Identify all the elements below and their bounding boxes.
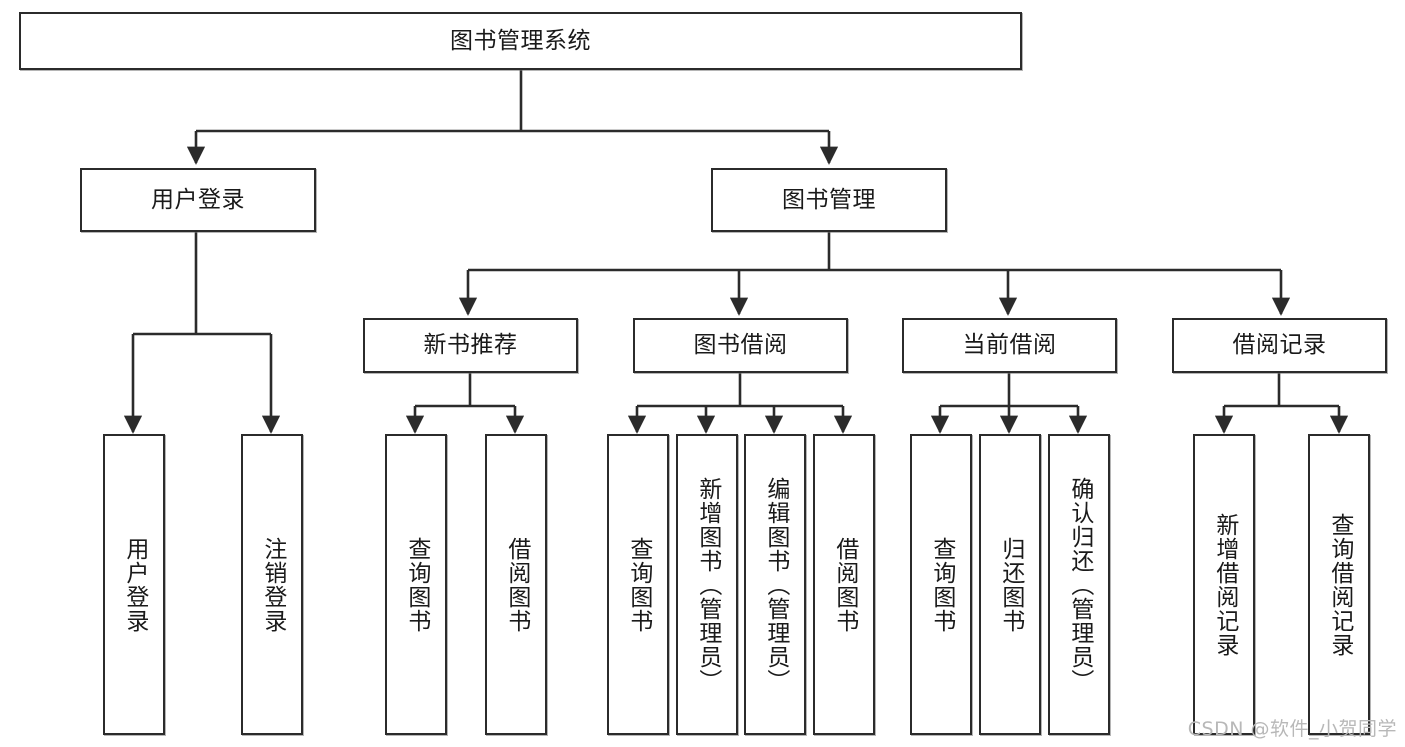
node-leaf-query-book-3-label: 查询图书 <box>928 536 955 633</box>
node-leaf-query-book-2[interactable]: 查询图书 <box>607 434 669 735</box>
node-leaf-add-book[interactable]: 新增图书（管理员） <box>676 434 738 735</box>
node-leaf-confirm-return[interactable]: 确认归还（管理员） <box>1048 434 1110 735</box>
node-book-manage-label: 图书管理 <box>782 186 876 213</box>
node-leaf-borrow-book-2[interactable]: 借阅图书 <box>813 434 875 735</box>
node-leaf-add-book-label: 新增图书（管理员） <box>694 476 721 693</box>
node-book-borrow[interactable]: 图书借阅 <box>633 318 848 373</box>
node-leaf-add-record-label: 新增借阅记录 <box>1211 512 1238 657</box>
node-new-book-recommend-label: 新书推荐 <box>423 332 518 359</box>
watermark-text: CSDN @软件_小贺同学 <box>1187 718 1397 740</box>
node-root[interactable]: 图书管理系统 <box>19 12 1022 70</box>
node-leaf-user-login[interactable]: 用户登录 <box>103 434 165 735</box>
node-leaf-query-book-3[interactable]: 查询图书 <box>910 434 972 735</box>
node-leaf-add-record[interactable]: 新增借阅记录 <box>1193 434 1255 735</box>
node-leaf-user-login-label: 用户登录 <box>121 536 148 633</box>
node-leaf-query-record[interactable]: 查询借阅记录 <box>1308 434 1370 735</box>
node-leaf-query-record-label: 查询借阅记录 <box>1326 512 1353 657</box>
node-new-book-recommend[interactable]: 新书推荐 <box>363 318 578 373</box>
node-leaf-query-book-1[interactable]: 查询图书 <box>385 434 447 735</box>
node-leaf-borrow-book-2-label: 借阅图书 <box>831 536 858 633</box>
node-leaf-borrow-book-1[interactable]: 借阅图书 <box>485 434 547 735</box>
node-book-manage[interactable]: 图书管理 <box>711 168 947 232</box>
node-user-login-label: 用户登录 <box>151 186 245 213</box>
node-leaf-edit-book-label: 编辑图书（管理员） <box>762 476 789 693</box>
node-borrow-record[interactable]: 借阅记录 <box>1172 318 1387 373</box>
node-leaf-logout[interactable]: 注销登录 <box>241 434 303 735</box>
node-user-login[interactable]: 用户登录 <box>80 168 316 232</box>
node-root-label: 图书管理系统 <box>450 27 591 54</box>
node-borrow-record-label: 借阅记录 <box>1232 332 1327 359</box>
node-current-borrow[interactable]: 当前借阅 <box>902 318 1117 373</box>
node-leaf-borrow-book-1-label: 借阅图书 <box>503 536 530 633</box>
node-leaf-return-book[interactable]: 归还图书 <box>979 434 1041 735</box>
node-leaf-edit-book[interactable]: 编辑图书（管理员） <box>744 434 806 735</box>
node-leaf-query-book-1-label: 查询图书 <box>403 536 430 633</box>
node-book-borrow-label: 图书借阅 <box>693 332 788 359</box>
node-current-borrow-label: 当前借阅 <box>962 332 1057 359</box>
node-leaf-logout-label: 注销登录 <box>259 536 286 633</box>
node-leaf-query-book-2-label: 查询图书 <box>625 536 652 633</box>
node-leaf-return-book-label: 归还图书 <box>997 536 1024 633</box>
node-leaf-confirm-return-label: 确认归还（管理员） <box>1066 476 1093 693</box>
